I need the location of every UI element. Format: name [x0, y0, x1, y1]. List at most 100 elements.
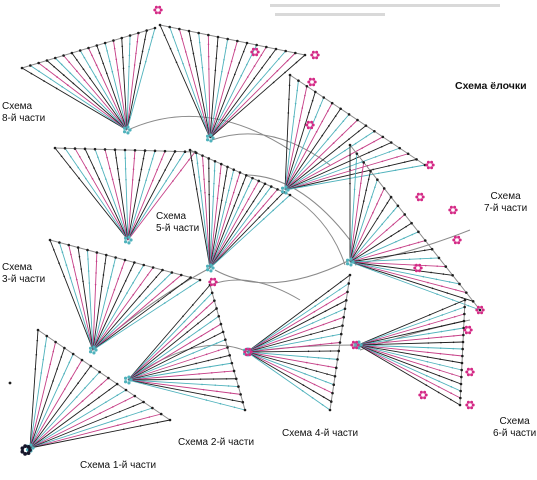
- stitch-mark: [230, 177, 233, 180]
- apex-cluster: [128, 128, 132, 132]
- stitch-ray: [349, 214, 406, 263]
- stitch-mark: [221, 363, 224, 366]
- stitch-mark: [151, 158, 154, 160]
- picot-dot: [315, 56, 319, 60]
- stitch-mark: [30, 72, 33, 75]
- apex-cluster: [359, 343, 363, 347]
- stitch-mark: [348, 138, 350, 140]
- stitch-mark: [441, 314, 444, 316]
- stitch-mark: [438, 369, 441, 372]
- picot-dot: [453, 211, 457, 215]
- stitch-mark: [56, 368, 58, 370]
- stitch-ray: [202, 155, 211, 269]
- stitch-mark: [408, 244, 411, 246]
- edge-stitch: [423, 239, 427, 242]
- stitch-ray: [30, 65, 128, 131]
- stitch-mark: [60, 155, 63, 158]
- picot-dot: [311, 56, 315, 60]
- picot-dot: [470, 406, 474, 410]
- stitch-ray: [29, 389, 127, 449]
- stitch-mark: [73, 266, 75, 268]
- stitch-mark: [451, 360, 454, 363]
- edge-stitch: [95, 251, 99, 254]
- edge-stitch: [158, 23, 162, 27]
- stitch-mark: [305, 367, 307, 370]
- stitch-mark: [411, 233, 414, 236]
- stitch-mark: [155, 276, 158, 279]
- stitch-mark: [122, 67, 125, 70]
- stitch-ray: [29, 413, 162, 449]
- picot-dot: [351, 346, 355, 350]
- stitch-mark: [425, 379, 428, 382]
- stitch-mark: [108, 60, 111, 63]
- stitch-ray: [87, 249, 94, 351]
- stitch-mark: [111, 406, 114, 408]
- apex-cluster: [280, 190, 285, 194]
- stitch-mark: [446, 292, 449, 294]
- stitch-mark: [257, 202, 260, 205]
- apex-cluster: [92, 345, 96, 349]
- stitch-ray: [357, 344, 461, 399]
- edge-stitch: [257, 179, 261, 183]
- stitch-mark: [124, 168, 127, 170]
- stitch-mark: [278, 58, 280, 60]
- stitch-mark: [373, 140, 375, 143]
- picot-dot: [466, 406, 470, 410]
- stitch-ray: [104, 149, 129, 241]
- stitch-mark: [349, 168, 351, 171]
- stitch-mark: [95, 260, 98, 263]
- stitch-mark: [117, 69, 119, 71]
- stitch-mark: [49, 363, 52, 366]
- stitch-mark: [467, 304, 470, 307]
- edge-stitch: [104, 253, 108, 257]
- stitch-mark: [374, 156, 377, 158]
- stitch-mark: [262, 205, 265, 207]
- stitch-mark: [139, 425, 142, 427]
- stitch-ray: [246, 325, 343, 353]
- stitch-mark: [453, 315, 456, 318]
- stitch-mark: [350, 125, 352, 128]
- chain-arc: [289, 194, 346, 266]
- stitch-ray: [284, 114, 350, 191]
- stitch-mark: [106, 50, 108, 52]
- label-part-1: Схема 1-й части: [80, 460, 157, 471]
- stitch-mark: [193, 310, 196, 312]
- stitch-ray: [209, 172, 241, 269]
- stitch-mark: [242, 50, 245, 53]
- stitch-mark: [98, 396, 100, 399]
- chain-arc: [209, 279, 301, 301]
- stitch-ray: [207, 34, 211, 139]
- stitch-ray: [92, 257, 117, 351]
- stitch-ray: [349, 261, 453, 276]
- stitch-ray: [63, 55, 128, 131]
- stitch-mark: [294, 102, 297, 105]
- stitch-mark: [253, 187, 256, 190]
- stitch-mark: [327, 110, 329, 112]
- stitch-mark: [259, 190, 261, 193]
- stitch-ray: [246, 351, 333, 394]
- stitch-mark: [205, 399, 208, 401]
- stitch-ray: [349, 170, 371, 263]
- stitch-mark: [93, 408, 96, 410]
- stitch-ray: [209, 161, 216, 269]
- stitch-mark: [439, 363, 441, 366]
- stitch-mark: [451, 299, 454, 301]
- stitch-mark: [188, 64, 191, 66]
- stitch-mark: [61, 85, 64, 88]
- stitch-mark: [267, 207, 270, 209]
- stitch-mark: [82, 68, 85, 70]
- stitch-mark: [117, 424, 119, 427]
- edge-stitch: [213, 299, 216, 302]
- stitch-mark: [314, 116, 317, 118]
- edge-stitch: [336, 358, 339, 361]
- stitch-mark: [372, 211, 374, 214]
- picot-dot: [158, 11, 162, 15]
- edge-stitch: [232, 168, 236, 171]
- edge-stitch: [62, 54, 65, 57]
- picot-dot: [453, 235, 457, 239]
- stitch-mark: [246, 210, 248, 213]
- picot-dot: [423, 396, 427, 400]
- stitch-mark: [158, 179, 161, 182]
- stitch-mark: [411, 166, 414, 169]
- stitch-mark: [380, 145, 383, 148]
